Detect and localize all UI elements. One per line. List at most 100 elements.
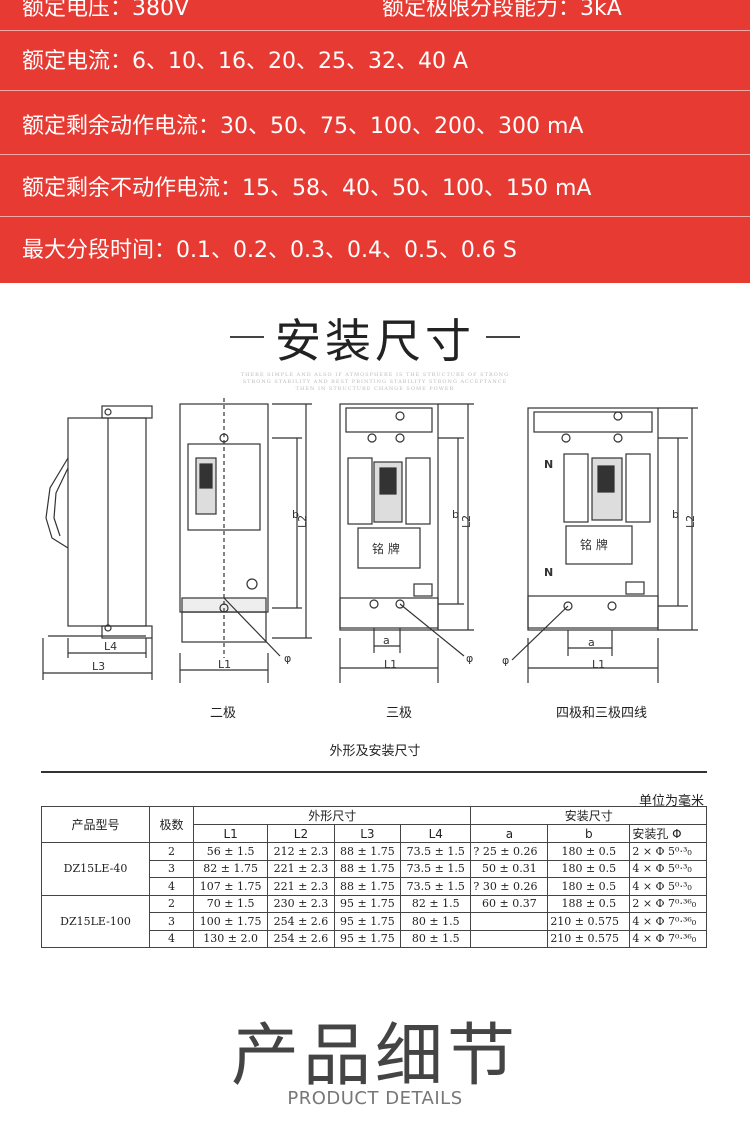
cell-l1: 130 ± 2.0 [192, 929, 269, 948]
label-l2: L2 [296, 515, 309, 528]
col-b: b [547, 824, 631, 843]
cell-b: 180 ± 0.5 [547, 859, 631, 878]
cell-b: 188 ± 0.5 [547, 894, 631, 913]
nameplate-label: 铭 牌 [372, 541, 400, 556]
cell-poles: 4 [149, 929, 194, 948]
cell-l2: 254 ± 2.6 [267, 929, 335, 948]
cell-l4: 73.5 ± 1.5 [400, 859, 472, 878]
col-outer: 外形尺寸 [192, 806, 472, 825]
divider [0, 30, 750, 31]
label-l4: L4 [104, 640, 117, 653]
col-l1: L1 [192, 824, 269, 843]
cell-a: ? 25 ± 0.26 [470, 842, 549, 861]
cell-hole: 4 × Φ 7⁰·³⁶₀ [629, 912, 707, 931]
label-phi: φ [466, 652, 473, 665]
cell-l2: 230 ± 2.3 [267, 894, 335, 913]
spec-max-break-time: 最大分段时间：0.1、0.2、0.3、0.4、0.5、0.6 S [22, 238, 517, 263]
cell-poles: 4 [149, 877, 194, 896]
cell-model: DZ15LE-40 [41, 842, 150, 896]
label-l1: L1 [592, 658, 605, 671]
spec-rated-voltage: 额定电压：380V [22, 0, 190, 21]
title-dash-left [230, 336, 264, 338]
cell-l3: 88 ± 1.75 [333, 842, 402, 861]
cell-l4: 80 ± 1.5 [400, 929, 472, 948]
cell-poles: 3 [149, 912, 194, 931]
four-pole-drawing: 铭 牌 N N b L2 a L1 φ [502, 407, 698, 683]
cell-l1: 107 ± 1.75 [192, 877, 269, 896]
label-l2: L2 [684, 515, 697, 528]
cell-poles: 2 [149, 894, 194, 913]
neutral-label: N [544, 458, 553, 471]
cell-l1: 70 ± 1.5 [192, 894, 269, 913]
spec-residual-non-operating-current: 额定剩余不动作电流：15、58、40、50、100、150 mA [22, 176, 592, 201]
ghost-text: THEN IN STRUCTURE CHANGE SOME POWER [295, 386, 455, 392]
label-l2: L2 [460, 515, 473, 528]
nameplate-label: 铭 牌 [580, 537, 608, 552]
details-title: 产品细节 [230, 1017, 519, 1096]
col-hole: 安装孔 Φ [629, 824, 707, 843]
divider [0, 216, 750, 217]
cell-l1: 56 ± 1.5 [192, 842, 269, 861]
cell-l1: 82 ± 1.75 [192, 859, 269, 878]
side-view-drawing: L4 L3 [42, 405, 153, 680]
cell-l2: 254 ± 2.6 [267, 912, 335, 931]
cell-a [470, 929, 549, 948]
table-top-rule [41, 771, 707, 773]
col-a: a [470, 824, 549, 843]
table-row: DZ15LE-40 2 56 ± 1.5 212 ± 2.3 88 ± 1.75… [41, 842, 707, 896]
cell-hole: 2 × Φ 5⁰·³₀ [629, 842, 707, 861]
label-b: b [292, 508, 299, 521]
details-subtitle: PRODUCT DETAILS [287, 1088, 463, 1109]
ghost-text: STRONG STABILITY AND BEST PRINTING STABI… [242, 379, 508, 385]
spec-rated-current: 额定电流：6、10、16、20、25、32、40 A [22, 49, 469, 74]
cell-hole: 4 × Φ 7⁰·³⁶₀ [629, 929, 707, 948]
spec-banner: 额定电压：380V 额定极限分段能力：3kA 额定电流：6、10、16、20、2… [0, 0, 750, 283]
cell-b: 180 ± 0.5 [547, 877, 631, 896]
cell-b: 210 ± 0.575 [547, 912, 631, 931]
table-title: 外形及安装尺寸 [329, 744, 421, 759]
cell-l3: 95 ± 1.75 [333, 894, 402, 913]
table-row: 3 100 ± 1.75 254 ± 2.6 95 ± 1.75 80 ± 1.… [42, 912, 707, 931]
col-poles: 极数 [149, 806, 194, 843]
table-row: 4 130 ± 2.0 254 ± 2.6 95 ± 1.75 80 ± 1.5… [42, 929, 707, 948]
cell-l2: 221 ± 2.3 [267, 859, 335, 878]
cell-l4: 82 ± 1.5 [400, 894, 472, 913]
cell-l4: 73.5 ± 1.5 [400, 877, 472, 896]
cell-l4: 73.5 ± 1.5 [400, 842, 472, 861]
caption-two-pole: 二极 [210, 706, 237, 721]
label-l1: L1 [218, 658, 231, 671]
cell-hole: 4 × Φ 5⁰·³₀ [629, 877, 707, 896]
cell-a: 60 ± 0.37 [470, 894, 549, 913]
unit-label: 单位为毫米 [638, 794, 704, 809]
spec-breaking-capacity: 额定极限分段能力：3kA [382, 0, 622, 21]
table-row: DZ15LE-100 2 70 ± 1.5 230 ± 2.3 95 ± 1.7… [41, 894, 707, 948]
label-phi: φ [284, 652, 291, 665]
cell-b: 180 ± 0.5 [547, 842, 631, 861]
divider [0, 154, 750, 155]
cell-hole: 2 × Φ 7⁰·³⁶₀ [629, 894, 707, 913]
cell-l3: 88 ± 1.75 [333, 877, 402, 896]
label-b: b [452, 508, 459, 521]
cell-hole: 4 × Φ 5⁰·³₀ [629, 859, 707, 878]
cell-a: 50 ± 0.31 [470, 859, 549, 878]
label-l1: L1 [384, 658, 397, 671]
caption-four-pole: 四极和三极四线 [556, 706, 648, 721]
label-l3: L3 [92, 660, 105, 673]
title-dash-right [486, 336, 520, 338]
cell-poles: 3 [149, 859, 194, 878]
cell-l3: 95 ± 1.75 [333, 912, 402, 931]
cell-poles: 2 [149, 842, 194, 861]
label-b: b [672, 508, 679, 521]
label-a: a [383, 634, 390, 647]
dimension-table: 产品型号 极数 外形尺寸 安装尺寸 L1 L2 L3 L4 a b 安装孔 Φ … [41, 806, 707, 948]
col-l4: L4 [400, 824, 472, 843]
cell-l1: 100 ± 1.75 [192, 912, 269, 931]
cell-l3: 95 ± 1.75 [333, 929, 402, 948]
cell-b: 210 ± 0.575 [547, 929, 631, 948]
cell-l3: 88 ± 1.75 [333, 859, 402, 878]
col-l3: L3 [333, 824, 402, 843]
caption-three-pole: 三极 [386, 706, 413, 721]
cell-model: DZ15LE-100 [41, 894, 150, 948]
col-l2: L2 [267, 824, 335, 843]
col-install: 安装尺寸 [470, 806, 707, 825]
